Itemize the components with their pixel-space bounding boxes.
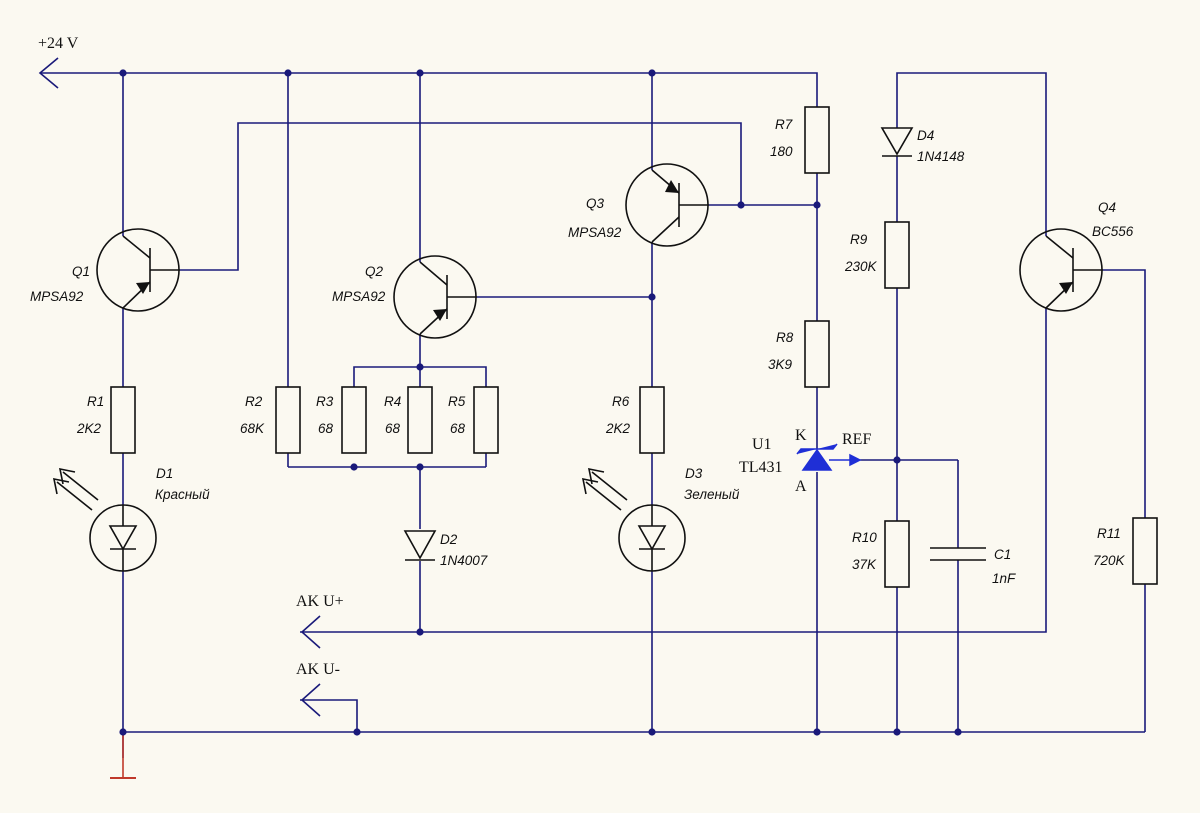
- resistor-r1: [110, 386, 136, 454]
- r4-ref-label: R4: [384, 394, 401, 409]
- r4-value-label: 68: [385, 421, 401, 436]
- resistor-r11: [1132, 517, 1158, 585]
- junctions: [119, 69, 962, 736]
- q3-ref-label: Q3: [586, 196, 605, 211]
- d4-ref-label: D4: [917, 128, 934, 143]
- resistor-r4: [407, 386, 433, 454]
- resistor-r6: [639, 386, 665, 454]
- resistor-r9: [884, 221, 910, 289]
- q1-part-label: MPSA92: [30, 289, 84, 304]
- d1-part-label: Красный: [155, 487, 210, 502]
- r1-ref-label: R1: [87, 394, 104, 409]
- d2-ref-label: D2: [440, 532, 458, 547]
- resistor-r8: [804, 320, 830, 388]
- r11-value-label: 720K: [1093, 553, 1126, 568]
- transistor-q3: [625, 163, 709, 247]
- q3-part-label: MPSA92: [568, 225, 622, 240]
- resistor-r10: [884, 520, 910, 588]
- r1-value-label: 2K2: [76, 421, 102, 436]
- q2-ref-label: Q2: [365, 264, 384, 279]
- led-d3: [581, 467, 686, 572]
- u1-pin-a-label: A: [795, 478, 807, 495]
- resistor-r3: [341, 386, 367, 454]
- r8-ref-label: R8: [776, 330, 794, 345]
- r6-ref-label: R6: [612, 394, 630, 409]
- r5-ref-label: R5: [448, 394, 466, 409]
- r10-ref-label: R10: [852, 530, 877, 545]
- d4-part-label: 1N4148: [917, 149, 965, 164]
- transistor-q1: [96, 228, 180, 312]
- d2-part-label: 1N4007: [440, 553, 488, 568]
- diode-d2: [403, 530, 437, 561]
- ground-symbol: [110, 732, 136, 779]
- r7-ref-label: R7: [775, 117, 793, 132]
- r11-ref-label: R11: [1097, 526, 1121, 541]
- ak-minus-port-arrow: [300, 683, 321, 717]
- r10-value-label: 37K: [852, 557, 877, 572]
- r6-value-label: 2K2: [605, 421, 631, 436]
- q4-ref-label: Q4: [1098, 200, 1116, 215]
- r2-ref-label: R2: [245, 394, 263, 409]
- wire-supply-rail: [40, 72, 818, 107]
- ak-minus-port-label: AK U-: [296, 661, 340, 678]
- led-d1: [52, 467, 157, 572]
- u1-part-label: TL431: [739, 459, 783, 476]
- r5-value-label: 68: [450, 421, 466, 436]
- q1-emitter-arrow: [136, 282, 150, 294]
- q1-ref-label: Q1: [72, 264, 90, 279]
- d3-part-label: Зеленый: [684, 487, 740, 502]
- wire-q4-base-r11: [1103, 269, 1146, 518]
- resistor-r2: [275, 386, 301, 454]
- u1-pin-k-label: K: [795, 427, 807, 444]
- wires: [40, 72, 1146, 758]
- transistor-q4: [1019, 228, 1103, 312]
- r9-value-label: 230K: [844, 259, 878, 274]
- q4-part-label: BC556: [1092, 224, 1134, 239]
- diode-d4: [880, 127, 914, 157]
- q4-emitter-arrow: [1059, 282, 1073, 294]
- u1-ref-pin-arrow: [849, 453, 862, 467]
- wire-ak-plus: [300, 308, 1047, 633]
- r3-value-label: 68: [318, 421, 334, 436]
- r3-ref-label: R3: [316, 394, 334, 409]
- u1-ref-label: U1: [752, 436, 772, 453]
- d1-ref-label: D1: [156, 466, 173, 481]
- q2-part-label: MPSA92: [332, 289, 386, 304]
- ak-plus-port-label: AK U+: [296, 593, 344, 610]
- q2-emitter-arrow: [433, 309, 447, 321]
- c1-value-label: 1nF: [992, 571, 1016, 586]
- capacitor-c1: [930, 547, 986, 561]
- r8-value-label: 3K9: [768, 357, 793, 372]
- resistor-r5: [473, 386, 499, 454]
- r7-value-label: 180: [770, 144, 793, 159]
- wire-q4-emitter-d4: [896, 72, 1047, 236]
- supply-port-label: +24 V: [38, 35, 79, 52]
- wire-ak-minus: [300, 699, 358, 732]
- d3-ref-label: D3: [685, 466, 703, 481]
- wire-q1-base-link: [180, 122, 742, 271]
- supply-port-arrow: [38, 57, 59, 89]
- transistor-q2: [393, 255, 477, 339]
- c1-ref-label: C1: [994, 547, 1011, 562]
- u1-pin-ref-label: REF: [842, 431, 871, 448]
- resistor-r7: [804, 106, 830, 174]
- regulator-u1: [796, 443, 862, 471]
- q3-emitter-arrow: [665, 180, 679, 193]
- r9-ref-label: R9: [850, 232, 868, 247]
- ak-plus-port-arrow: [300, 615, 321, 649]
- r2-value-label: 68K: [240, 421, 265, 436]
